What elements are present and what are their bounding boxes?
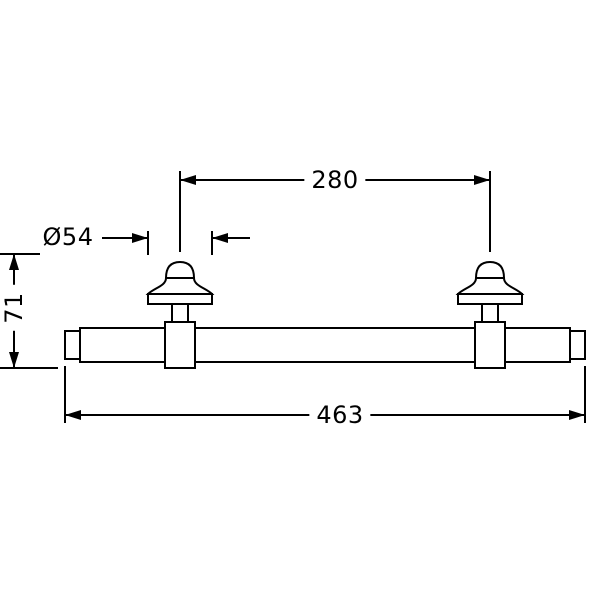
bar-right-endcap: [569, 330, 586, 360]
grab-bar: [64, 327, 586, 363]
arrowhead-left: [180, 175, 196, 185]
dimension-label-overall-length: 463: [309, 401, 371, 429]
dimension-label-escutcheon-diameter: Ø54: [35, 223, 101, 251]
arrowhead-right: [569, 410, 585, 420]
dimension-label-center-distance: 280: [304, 166, 366, 194]
arrowhead-top: [9, 254, 19, 270]
arrowhead-right: [212, 233, 228, 243]
arrowhead-left: [132, 233, 148, 243]
bar-left-endcap: [64, 330, 81, 360]
arrowhead-right: [474, 175, 490, 185]
dimension-diameter-54: [102, 231, 250, 255]
arrowhead-left: [65, 410, 81, 420]
arrowhead-bottom: [9, 352, 19, 368]
dimension-label-height: 71: [0, 285, 28, 331]
